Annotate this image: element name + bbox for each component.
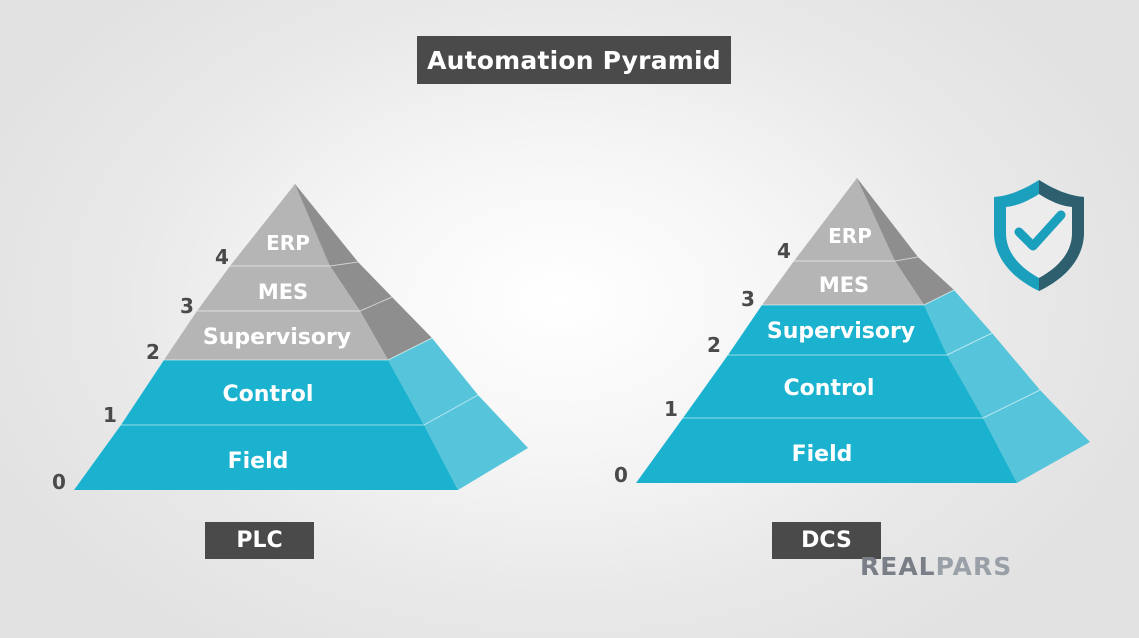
- dcs-level-3: 3: [741, 287, 755, 311]
- plc-front-field: [74, 425, 458, 490]
- dcs-layer-control: Control: [784, 376, 875, 401]
- plc-level-0: 0: [52, 470, 66, 494]
- dcs-layer-erp: ERP: [828, 224, 872, 248]
- dcs-layer-mes: MES: [819, 273, 869, 297]
- plc-level-2: 2: [146, 340, 160, 364]
- plc-layer-field: Field: [228, 449, 289, 474]
- dcs-layer-supervisory: Supervisory: [767, 319, 915, 344]
- plc-level-3: 3: [180, 294, 194, 318]
- plc-layer-control: Control: [223, 382, 314, 407]
- dcs-front-mes: [762, 261, 924, 305]
- dcs-side-mes: [895, 257, 954, 305]
- plc-front-mes: [197, 266, 360, 311]
- plc-front-erp: [230, 184, 330, 266]
- dcs-front-supervisory: [728, 305, 947, 355]
- dcs-front-erp: [794, 178, 895, 261]
- plc-pyramid: ERP MES Supervisory Control Field 4 3 2 …: [52, 184, 528, 494]
- dcs-side-field: [983, 390, 1090, 483]
- dcs-layer-field: Field: [792, 442, 853, 467]
- plc-label: PLC: [205, 522, 314, 559]
- plc-side-control: [388, 338, 478, 425]
- plc-level-4: 4: [215, 245, 229, 269]
- page-title: Automation Pyramid: [417, 36, 731, 84]
- dcs-front-control: [683, 355, 983, 418]
- brand-part-2: PARS: [935, 551, 1013, 581]
- dcs-front-field: [636, 418, 1017, 483]
- dcs-level-1: 1: [664, 397, 678, 421]
- plc-front-supervisory: [164, 311, 388, 360]
- plc-front-control: [121, 360, 424, 425]
- dcs-level-2: 2: [707, 333, 721, 357]
- plc-layer-mes: MES: [258, 280, 308, 304]
- dcs-side-supervisory: [924, 290, 992, 355]
- dcs-side-control: [947, 333, 1040, 418]
- plc-level-1: 1: [103, 403, 117, 427]
- plc-layer-erp: ERP: [266, 231, 310, 255]
- dcs-label: DCS: [772, 522, 881, 559]
- dcs-pyramid: ERP MES Supervisory Control Field 4 3 2 …: [614, 178, 1090, 487]
- plc-side-supervisory: [360, 297, 432, 360]
- dcs-level-0: 0: [614, 463, 628, 487]
- brand-part-1: REAL: [860, 551, 936, 581]
- plc-side-mes: [330, 262, 392, 311]
- plc-side-field: [424, 395, 528, 490]
- shield-check-icon: [994, 180, 1084, 291]
- dcs-level-4: 4: [777, 239, 791, 263]
- plc-layer-supervisory: Supervisory: [203, 325, 351, 350]
